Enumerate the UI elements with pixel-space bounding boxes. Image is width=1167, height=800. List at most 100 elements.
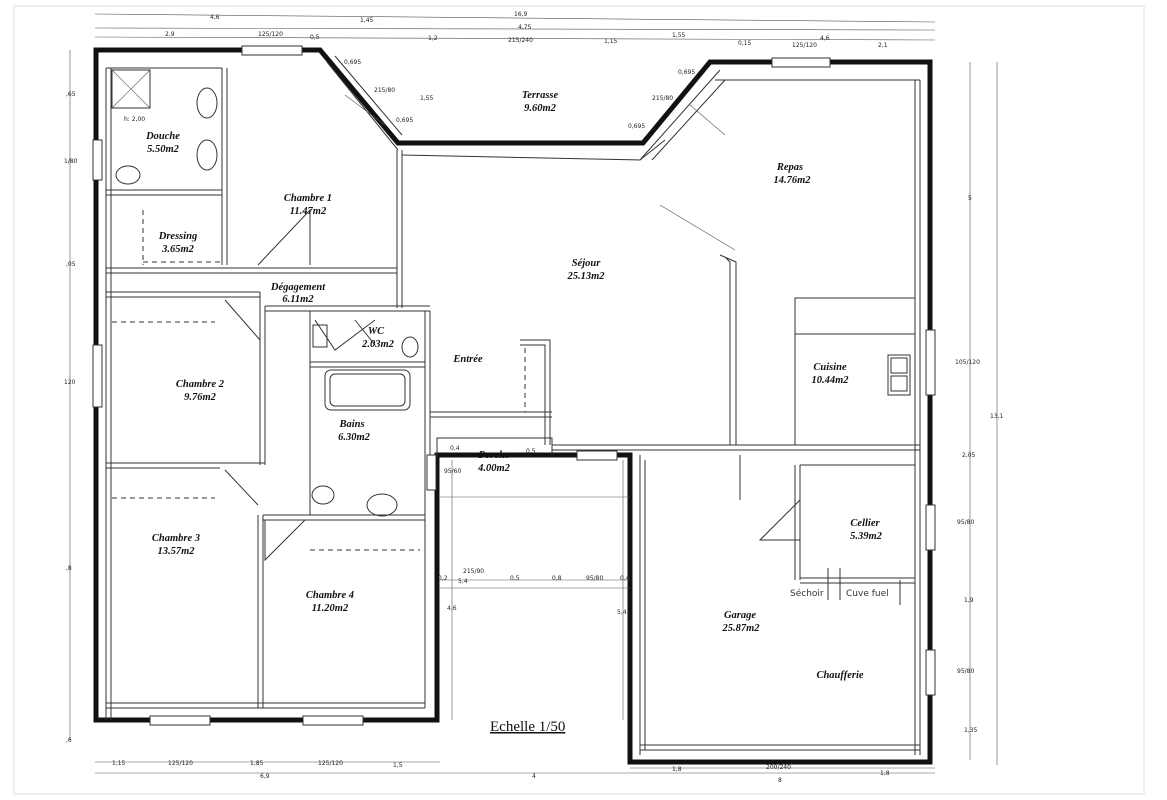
porche-area: 4.00m2 bbox=[477, 463, 511, 474]
dimension-label: 4,6 bbox=[447, 605, 457, 612]
dimension-label: 1,15 bbox=[604, 38, 618, 45]
dimension-label: 0,4 bbox=[620, 575, 630, 582]
dimension-label: 4 bbox=[532, 773, 536, 780]
repas-area: 14.76m2 bbox=[773, 175, 811, 186]
terrasse-name: Terrasse bbox=[522, 90, 559, 101]
dimension-label: 125/120 bbox=[318, 760, 343, 767]
dimension-label: 2,05 bbox=[962, 452, 976, 459]
dimension-label: 5,4 bbox=[458, 578, 468, 585]
dimension-label: 215/80 bbox=[374, 87, 395, 94]
dimension-label: 13,1 bbox=[990, 413, 1004, 420]
douche-area: 5.50m2 bbox=[147, 144, 180, 155]
dimension-label: 215/80 bbox=[652, 95, 673, 102]
fixtures bbox=[111, 69, 911, 517]
sechoir-note: Séchoir bbox=[790, 588, 824, 599]
dimensions-top-row1: 4,6 1,45 16,9 4,75 4,6 bbox=[210, 11, 830, 42]
scale-title: Echelle 1/50 bbox=[490, 719, 565, 735]
chambre3-name: Chambre 3 bbox=[152, 533, 200, 544]
chambre1-name: Chambre 1 bbox=[284, 193, 332, 204]
garage-name: Garage bbox=[724, 610, 756, 621]
dimension-label: 0,695 bbox=[628, 123, 645, 130]
dimension-label: 5 bbox=[968, 195, 972, 202]
dimension-label: 95/60 bbox=[444, 468, 461, 475]
dimension-label: 2,9 bbox=[165, 31, 175, 38]
dimension-label: 125/120 bbox=[792, 42, 817, 49]
dimension-label: 125/120 bbox=[168, 760, 193, 767]
repas-name: Repas bbox=[776, 162, 803, 173]
dimension-label: ,6 bbox=[66, 737, 72, 744]
dimension-label: ,65 bbox=[66, 91, 76, 98]
dimension-label: 0,695 bbox=[396, 117, 413, 124]
chambre3-area: 13.57m2 bbox=[157, 546, 195, 557]
dimension-label: 1,5 bbox=[393, 762, 403, 769]
dimensions-right: 5 105/120 13,1 2,05 95/80 1,9 95/80 1,35 bbox=[955, 195, 1004, 734]
dimension-label: 0,695 bbox=[344, 59, 361, 66]
cellier-name: Cellier bbox=[850, 518, 880, 529]
cuve-fuel-note: Cuve fuel bbox=[846, 589, 889, 599]
dimension-label: 0,2 bbox=[438, 575, 448, 582]
dimension-label: 4,6 bbox=[210, 14, 220, 21]
entree-name: Entrée bbox=[452, 354, 483, 365]
dimension-label: 0,5 bbox=[526, 448, 536, 455]
windows bbox=[92, 45, 936, 726]
dimension-label: 215/240 bbox=[508, 37, 533, 44]
garage-area: 25.87m2 bbox=[721, 623, 760, 634]
dimension-label: 4,6 bbox=[820, 35, 830, 42]
room-labels: Terrasse 9.60m2 Douche 5.50m2 h: 2,00 Ch… bbox=[124, 90, 901, 681]
dimensions-bottom: 1,15 125/120 1,85 125/120 1,5 1,8 200/24… bbox=[112, 760, 890, 784]
dimension-label: 95/80 bbox=[957, 668, 974, 675]
dimension-label: 5,4 bbox=[617, 609, 627, 616]
dimension-label: 1,55 bbox=[672, 32, 686, 39]
cuisine-area: 10.44m2 bbox=[811, 375, 849, 386]
dimension-label: 120 bbox=[64, 379, 76, 386]
dimension-label: 0,5 bbox=[310, 34, 320, 41]
dimension-label: 1/80 bbox=[64, 158, 78, 165]
terrasse-walls bbox=[326, 55, 736, 251]
dimension-label: 1,15 bbox=[112, 760, 126, 767]
dimension-label: 1,8 bbox=[880, 770, 890, 777]
dimension-label: 0,8 bbox=[552, 575, 562, 582]
dressing-area: 3.65m2 bbox=[161, 244, 195, 255]
doors bbox=[112, 208, 801, 562]
sejour-area: 25.13m2 bbox=[566, 271, 605, 282]
bains-area: 6.30m2 bbox=[338, 432, 371, 443]
dimension-label: 1,45 bbox=[360, 17, 374, 24]
dimension-label: 0,5 bbox=[510, 575, 520, 582]
cellier-area: 5.39m2 bbox=[850, 531, 883, 542]
chambre4-area: 11.20m2 bbox=[312, 603, 349, 614]
douche-name: Douche bbox=[145, 131, 180, 142]
degagement-name: Dégagement bbox=[270, 282, 326, 293]
dimensions-center: 0,695 215/80 0,695 1,55 0,695 215/80 0,6… bbox=[344, 59, 695, 616]
dimension-label: 0,695 bbox=[678, 69, 695, 76]
dimension-lines bbox=[69, 13, 998, 774]
dimension-label: 1,35 bbox=[964, 727, 978, 734]
chaufferie-name: Chaufferie bbox=[816, 670, 863, 681]
chambre1-area: 11.47m2 bbox=[290, 206, 327, 217]
porche-name: Porche bbox=[479, 450, 510, 461]
cuisine-name: Cuisine bbox=[813, 362, 847, 373]
chambre4-name: Chambre 4 bbox=[306, 590, 354, 601]
dimension-label: 105/120 bbox=[955, 359, 980, 366]
wc-name: WC bbox=[368, 326, 385, 337]
dimension-label: 125/120 bbox=[258, 31, 283, 38]
dimension-label: 1,2 bbox=[428, 35, 438, 42]
interior-walls bbox=[105, 67, 921, 755]
exterior-walls bbox=[93, 47, 933, 765]
chambre2-area: 9.76m2 bbox=[184, 392, 217, 403]
wc-area: 2.03m2 bbox=[361, 339, 395, 350]
terrasse-area: 9.60m2 bbox=[524, 103, 557, 114]
dimension-label: 0,4 bbox=[450, 445, 460, 452]
dressing-name: Dressing bbox=[158, 231, 198, 242]
degagement-area: 6.11m2 bbox=[282, 294, 314, 305]
dimension-label: 2,1 bbox=[878, 42, 888, 49]
dimension-label: 1,8 bbox=[672, 766, 682, 773]
chambre2-name: Chambre 2 bbox=[176, 379, 225, 390]
dimension-label: 1,9 bbox=[964, 597, 974, 604]
dimension-label: 4,75 bbox=[518, 24, 532, 31]
dimension-label: 200/240 bbox=[766, 764, 791, 771]
dimension-label: 215/90 bbox=[463, 568, 484, 575]
dimension-label: 8 bbox=[778, 777, 782, 784]
dimension-label: 1,85 bbox=[250, 760, 264, 767]
dimension-label: ,05 bbox=[66, 261, 76, 268]
